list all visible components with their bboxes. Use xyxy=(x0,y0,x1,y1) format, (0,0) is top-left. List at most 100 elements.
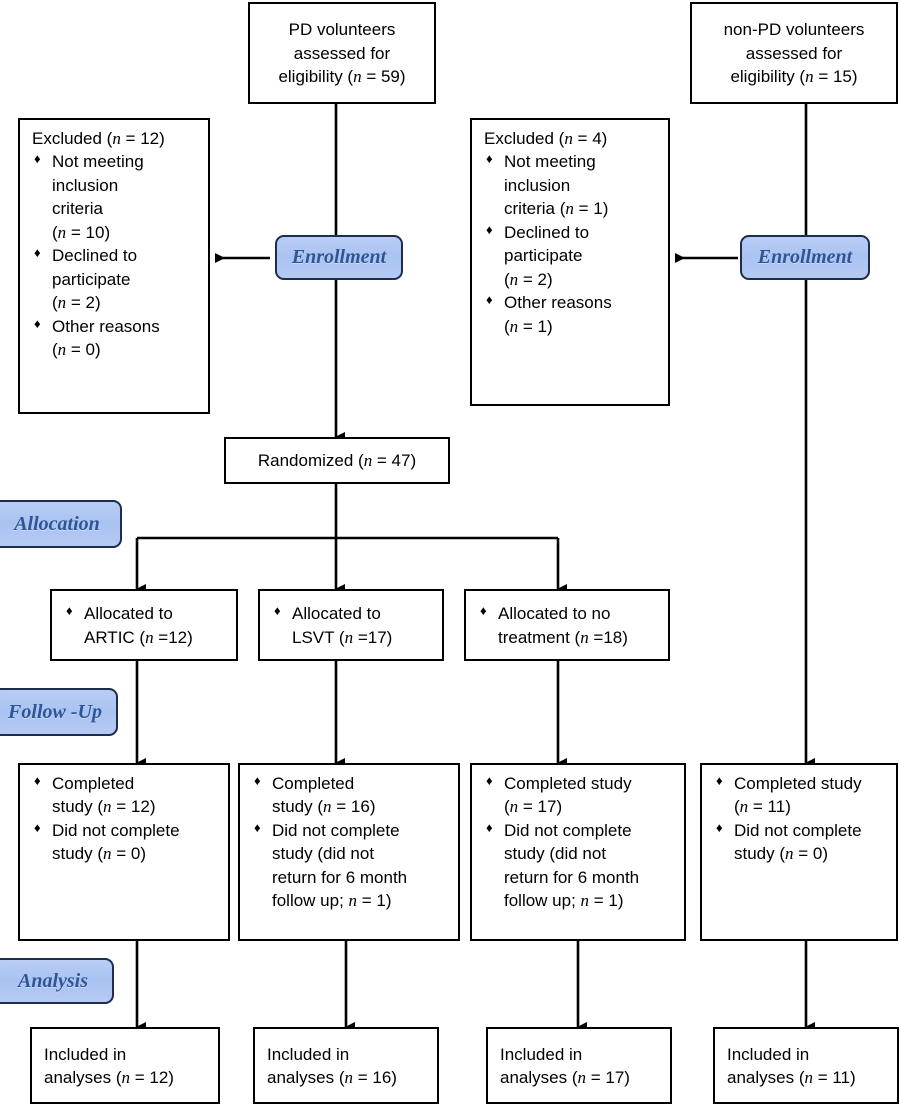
analysis-nonpd-line-1: Included in xyxy=(727,1044,810,1064)
alloc-artic-line-2: ARTIC (n =12) xyxy=(84,627,193,647)
nonpd-excluded-item-1-line-3: criteria (n = 1) xyxy=(504,199,609,219)
box-followup-nonpd: ♦Completed study (n = 11) ♦Did not compl… xyxy=(700,763,898,941)
box-analysis-no-treatment: Included in analyses (n = 17) xyxy=(486,1027,672,1104)
box-followup-lsvt: ♦Completed study (n = 16) ♦ Did not compl… xyxy=(238,763,460,941)
pd-excluded-item-2-line-3: (n = 2) xyxy=(52,293,101,313)
stage-label-allocation: Allocation xyxy=(0,500,122,548)
followup-artic-item-2-line-2: study (n = 0) xyxy=(52,844,147,864)
bullet-icon: ♦ xyxy=(486,221,493,237)
followup-nonpd-item-1-line-2: (n = 11) xyxy=(734,797,791,817)
box-followup-artic: ♦ Completed study (n = 12) ♦ Did not compl… xyxy=(18,763,230,941)
text: Allocated to xyxy=(292,604,381,624)
followup-lsvt-item-2-line-2: study (did not xyxy=(272,844,375,864)
box-analysis-artic: Included in analyses (n = 12) xyxy=(30,1027,220,1104)
text: Allocated to no xyxy=(498,604,611,624)
bullet-icon: ♦ xyxy=(34,151,41,167)
stage-analysis-text: Analysis xyxy=(17,969,89,992)
pd-excluded-header: Excluded (n = 12) xyxy=(32,129,165,148)
alloc-none-line-1: ♦ Allocated to no xyxy=(478,602,658,625)
box-pd-excluded: Excluded (n = 12) ♦ Not meeting inclusion… xyxy=(18,118,210,414)
nonpd-excluded-item-2-line-1: ♦ Declined to xyxy=(484,221,658,244)
followup-none-item-2-line-4: follow up; n = 1) xyxy=(504,891,624,911)
followup-none-item-2-line-3: return for 6 month xyxy=(504,867,640,887)
nonpd-excluded-item-3-line-1: ♦Other reasons xyxy=(484,291,658,314)
followup-lsvt-item-1-line-1: ♦Completed xyxy=(252,772,448,795)
analysis-lsvt-line-1: Included in xyxy=(267,1044,350,1064)
analysis-lsvt-line-2: analyses (n = 16) xyxy=(267,1068,397,1087)
box-allocated-no-treatment: ♦ Allocated to no treatment (n =18) xyxy=(464,589,670,661)
bullet-icon: ♦ xyxy=(486,773,493,788)
bullet-icon: ♦ xyxy=(34,819,41,835)
followup-nonpd-item-2-line-1: ♦Did not complete xyxy=(714,819,886,842)
pd-assessed-line-3: eligibility (n = 59) xyxy=(278,67,406,87)
alloc-none-line-2: treatment (n =18) xyxy=(498,627,628,647)
nonpd-assessed-line-3: eligibility (n = 15) xyxy=(730,67,858,87)
followup-none-item-2-line-2: study (did not xyxy=(504,844,607,864)
pd-assessed-line-1: PD volunteers xyxy=(288,20,396,40)
bullet-icon: ♦ xyxy=(34,315,41,331)
analysis-none-line-2: analyses (n = 17) xyxy=(500,1068,630,1087)
bullet-icon: ♦ xyxy=(34,773,41,788)
nonpd-excluded-item-2-line-2: participate xyxy=(504,246,583,266)
bullet-icon: ♦ xyxy=(486,292,493,308)
pd-excluded-item-1-line-1: ♦ Not meeting xyxy=(32,150,198,173)
text: Allocated to xyxy=(84,604,173,624)
bullet-icon: ♦ xyxy=(34,245,41,261)
nonpd-excluded-item-1-line-2: inclusion xyxy=(504,175,571,195)
box-analysis-lsvt: Included in analyses (n = 16) xyxy=(253,1027,439,1104)
stage-label-enrollment-right: Enrollment xyxy=(740,235,870,280)
followup-lsvt-item-1-line-2: study (n = 16) xyxy=(272,797,376,817)
pd-assessed-line-2: assessed for xyxy=(293,43,391,63)
stage-label-enrollment-left: Enrollment xyxy=(275,235,403,280)
text: Did not complete xyxy=(504,820,632,840)
box-randomized: Randomized (n = 47) xyxy=(224,437,450,484)
stage-label-follow-up: Follow -Up xyxy=(0,688,118,736)
pd-excluded-item-3-line-1: ♦Other reasons xyxy=(32,315,198,338)
followup-none-item-2-line-1: ♦ Did not complete xyxy=(484,819,674,842)
text: Declined to xyxy=(504,222,590,242)
box-allocated-artic: ♦ Allocated to ARTIC (n =12) xyxy=(50,589,238,661)
bullet-icon: ♦ xyxy=(486,819,493,835)
pd-excluded-item-3-line-2: (n = 0) xyxy=(52,340,101,360)
box-allocated-lsvt: ♦Allocated to LSVT (n =17) xyxy=(258,589,444,661)
text: Completed study xyxy=(734,774,862,793)
stage-label-analysis: Analysis xyxy=(0,958,114,1004)
nonpd-assessed-line-2: assessed for xyxy=(745,43,843,63)
analysis-artic-line-1: Included in xyxy=(44,1044,127,1064)
pd-excluded-item-1-line-3: criteria xyxy=(52,199,104,219)
text: Completed xyxy=(52,774,135,793)
text: Did not complete xyxy=(52,820,180,840)
pd-excluded-item-1-line-2: inclusion xyxy=(52,175,119,195)
followup-artic-item-1-line-2: study (n = 12) xyxy=(52,797,156,817)
bullet-icon: ♦ xyxy=(254,819,261,835)
followup-nonpd-item-1-line-1: ♦Completed study xyxy=(714,772,886,795)
nonpd-excluded-item-2-line-3: (n = 2) xyxy=(504,269,553,289)
box-pd-assessed: PD volunteers assessed for eligibility (… xyxy=(248,2,436,104)
nonpd-excluded-header: Excluded (n = 4) xyxy=(484,129,608,148)
followup-lsvt-item-2-line-3: return for 6 month xyxy=(272,867,408,887)
nonpd-excluded-item-3-line-2: (n = 1) xyxy=(504,316,553,336)
analysis-none-line-1: Included in xyxy=(500,1044,583,1064)
followup-none-item-1-line-1: ♦Completed study xyxy=(484,772,674,795)
bullet-icon: ♦ xyxy=(274,603,281,619)
text: Not meeting xyxy=(504,152,596,172)
followup-nonpd-item-2-line-2: study (n = 0) xyxy=(734,844,829,864)
bullet-icon: ♦ xyxy=(480,603,487,619)
analysis-artic-line-2: analyses (n = 12) xyxy=(44,1068,174,1087)
bullet-icon: ♦ xyxy=(66,603,73,619)
followup-artic-item-2-line-1: ♦ Did not complete xyxy=(32,819,218,842)
analysis-nonpd-line-2: analyses (n = 11) xyxy=(727,1068,856,1087)
box-nonpd-assessed: non-PD volunteers assessed for eligibili… xyxy=(690,2,898,104)
box-analysis-nonpd: Included in analyses (n = 11) xyxy=(713,1027,899,1104)
pd-excluded-item-2-line-1: ♦Declined to xyxy=(32,244,198,267)
nonpd-excluded-item-1-line-1: ♦Not meeting xyxy=(484,150,658,173)
text: Not meeting xyxy=(52,152,144,172)
text: Did not complete xyxy=(272,820,400,840)
stage-enrollment-right-text: Enrollment xyxy=(757,246,853,268)
stage-allocation-text: Allocation xyxy=(14,512,100,535)
stage-enrollment-left-text: Enrollment xyxy=(291,246,387,268)
box-followup-no-treatment: ♦Completed study (n = 17) ♦Did not compl… xyxy=(470,763,686,941)
bullet-icon: ♦ xyxy=(254,773,261,788)
box-nonpd-excluded: Excluded (n = 4) ♦Not meeting inclusion … xyxy=(470,118,670,406)
